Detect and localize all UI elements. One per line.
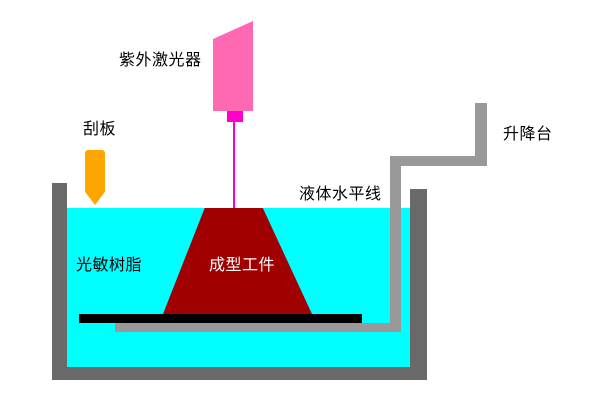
build-platform bbox=[79, 314, 362, 323]
scraper-blade bbox=[85, 150, 105, 205]
platform-support-bar bbox=[115, 323, 401, 332]
label-lift-platform: 升降台 bbox=[503, 126, 553, 143]
lift-arm-vertical-lower bbox=[390, 156, 401, 332]
uv-laser-nozzle bbox=[227, 111, 243, 122]
tank-left-wall bbox=[52, 183, 67, 380]
uv-laser-body bbox=[213, 21, 253, 111]
lift-arm-horizontal bbox=[390, 156, 487, 166]
label-photosensitive-resin: 光敏树脂 bbox=[76, 257, 143, 274]
label-scraper: 刮板 bbox=[83, 121, 117, 138]
tank-bottom bbox=[52, 367, 427, 380]
label-liquid-level-line: 液体水平线 bbox=[299, 186, 382, 203]
uv-laser-beam bbox=[233, 122, 235, 208]
lift-arm-vertical-upper bbox=[475, 103, 487, 166]
tank-right-wall bbox=[410, 189, 427, 380]
label-uv-laser: 紫外激光器 bbox=[119, 52, 202, 69]
label-formed-workpiece: 成型工件 bbox=[209, 257, 276, 274]
